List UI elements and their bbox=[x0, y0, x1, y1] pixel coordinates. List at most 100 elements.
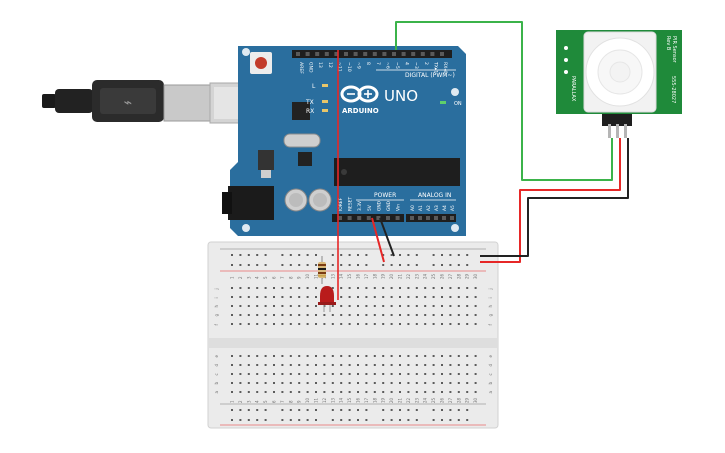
usb-cable: ⌁ bbox=[42, 80, 273, 124]
hole bbox=[340, 287, 343, 289]
hole bbox=[281, 391, 284, 393]
row-letter: h bbox=[214, 305, 219, 308]
header-pin bbox=[372, 52, 377, 56]
row-letter: e bbox=[214, 355, 219, 358]
header-pin bbox=[420, 52, 425, 56]
hole bbox=[247, 355, 250, 357]
hole bbox=[231, 323, 233, 325]
column-number: 5 bbox=[263, 276, 268, 279]
power-pin-label: GND bbox=[386, 200, 392, 211]
header-pin bbox=[315, 52, 320, 56]
rail-hole bbox=[231, 419, 233, 421]
analog-pin-label: A2 bbox=[426, 205, 432, 211]
rail-hole bbox=[399, 254, 401, 256]
rail-hole bbox=[306, 419, 309, 421]
header-pin-label: ~10 bbox=[346, 62, 352, 72]
analog-pin bbox=[442, 216, 446, 220]
hole bbox=[441, 314, 443, 316]
rail-hole bbox=[239, 409, 242, 411]
rail-hole bbox=[348, 419, 351, 421]
column-number: 30 bbox=[473, 273, 478, 279]
rail-hole bbox=[331, 264, 334, 266]
rail-hole bbox=[256, 409, 259, 411]
hole bbox=[399, 323, 401, 325]
hole bbox=[264, 314, 267, 316]
column-number: 21 bbox=[398, 273, 403, 279]
hole bbox=[298, 364, 301, 366]
rail-hole bbox=[365, 254, 368, 256]
rail-hole bbox=[264, 264, 267, 266]
pir-part: 555-28027 bbox=[670, 76, 676, 103]
column-number: 17 bbox=[364, 273, 369, 279]
header-pin bbox=[344, 52, 348, 56]
hole bbox=[382, 287, 385, 289]
hole bbox=[323, 382, 326, 384]
hole bbox=[390, 355, 393, 357]
hole bbox=[399, 355, 401, 357]
header-pin-label: 2 bbox=[423, 62, 429, 65]
hole bbox=[289, 287, 292, 289]
row-letter: d bbox=[488, 364, 493, 367]
rail-hole bbox=[466, 254, 469, 256]
hole bbox=[365, 296, 368, 298]
hole bbox=[373, 355, 376, 357]
hole bbox=[399, 296, 401, 298]
header-pin bbox=[324, 52, 329, 56]
column-number: 27 bbox=[448, 273, 453, 279]
hole bbox=[289, 382, 292, 384]
rail-hole bbox=[231, 264, 233, 266]
hole bbox=[474, 305, 477, 307]
hole bbox=[432, 296, 435, 298]
hole bbox=[382, 305, 385, 307]
hole bbox=[340, 364, 343, 366]
column-number: 29 bbox=[465, 273, 470, 279]
column-number: 5 bbox=[263, 400, 268, 403]
hole bbox=[424, 382, 427, 384]
hole bbox=[281, 314, 284, 316]
hole bbox=[407, 364, 410, 366]
rail-hole bbox=[357, 264, 359, 266]
hole bbox=[348, 391, 351, 393]
hole bbox=[424, 391, 427, 393]
hole bbox=[373, 364, 376, 366]
hole bbox=[474, 364, 477, 366]
rail-hole bbox=[298, 254, 301, 256]
hole bbox=[306, 355, 309, 357]
header-pin bbox=[392, 52, 396, 56]
hole bbox=[298, 323, 301, 325]
hole bbox=[273, 364, 275, 366]
rail-hole bbox=[315, 409, 317, 411]
rail-hole bbox=[407, 264, 410, 266]
hole bbox=[474, 391, 477, 393]
hole bbox=[390, 314, 393, 316]
hole bbox=[306, 314, 309, 316]
header-pin bbox=[296, 52, 300, 56]
rail-hole bbox=[365, 419, 368, 421]
rail-hole bbox=[239, 419, 242, 421]
hole bbox=[474, 314, 477, 316]
header-pin-label: GND bbox=[308, 62, 314, 73]
hole bbox=[365, 305, 368, 307]
hole bbox=[424, 305, 427, 307]
hole bbox=[415, 355, 418, 357]
rail-hole bbox=[441, 419, 443, 421]
led-l-label: L bbox=[312, 83, 316, 90]
hole bbox=[264, 355, 267, 357]
rail-hole bbox=[382, 264, 385, 266]
hole bbox=[256, 373, 259, 375]
column-number: 30 bbox=[473, 397, 478, 403]
hole bbox=[340, 373, 343, 375]
hole bbox=[365, 314, 368, 316]
power-pin bbox=[386, 216, 390, 220]
analog-pin bbox=[450, 216, 454, 220]
rail-hole bbox=[357, 419, 359, 421]
hole bbox=[424, 314, 427, 316]
hole bbox=[457, 287, 460, 289]
hole bbox=[281, 323, 284, 325]
hole bbox=[466, 296, 469, 298]
pir-title: PIR Sensor bbox=[671, 36, 677, 64]
column-number: 1 bbox=[230, 276, 235, 279]
hole bbox=[298, 391, 301, 393]
rail-hole bbox=[466, 264, 469, 266]
rail-hole bbox=[315, 254, 317, 256]
